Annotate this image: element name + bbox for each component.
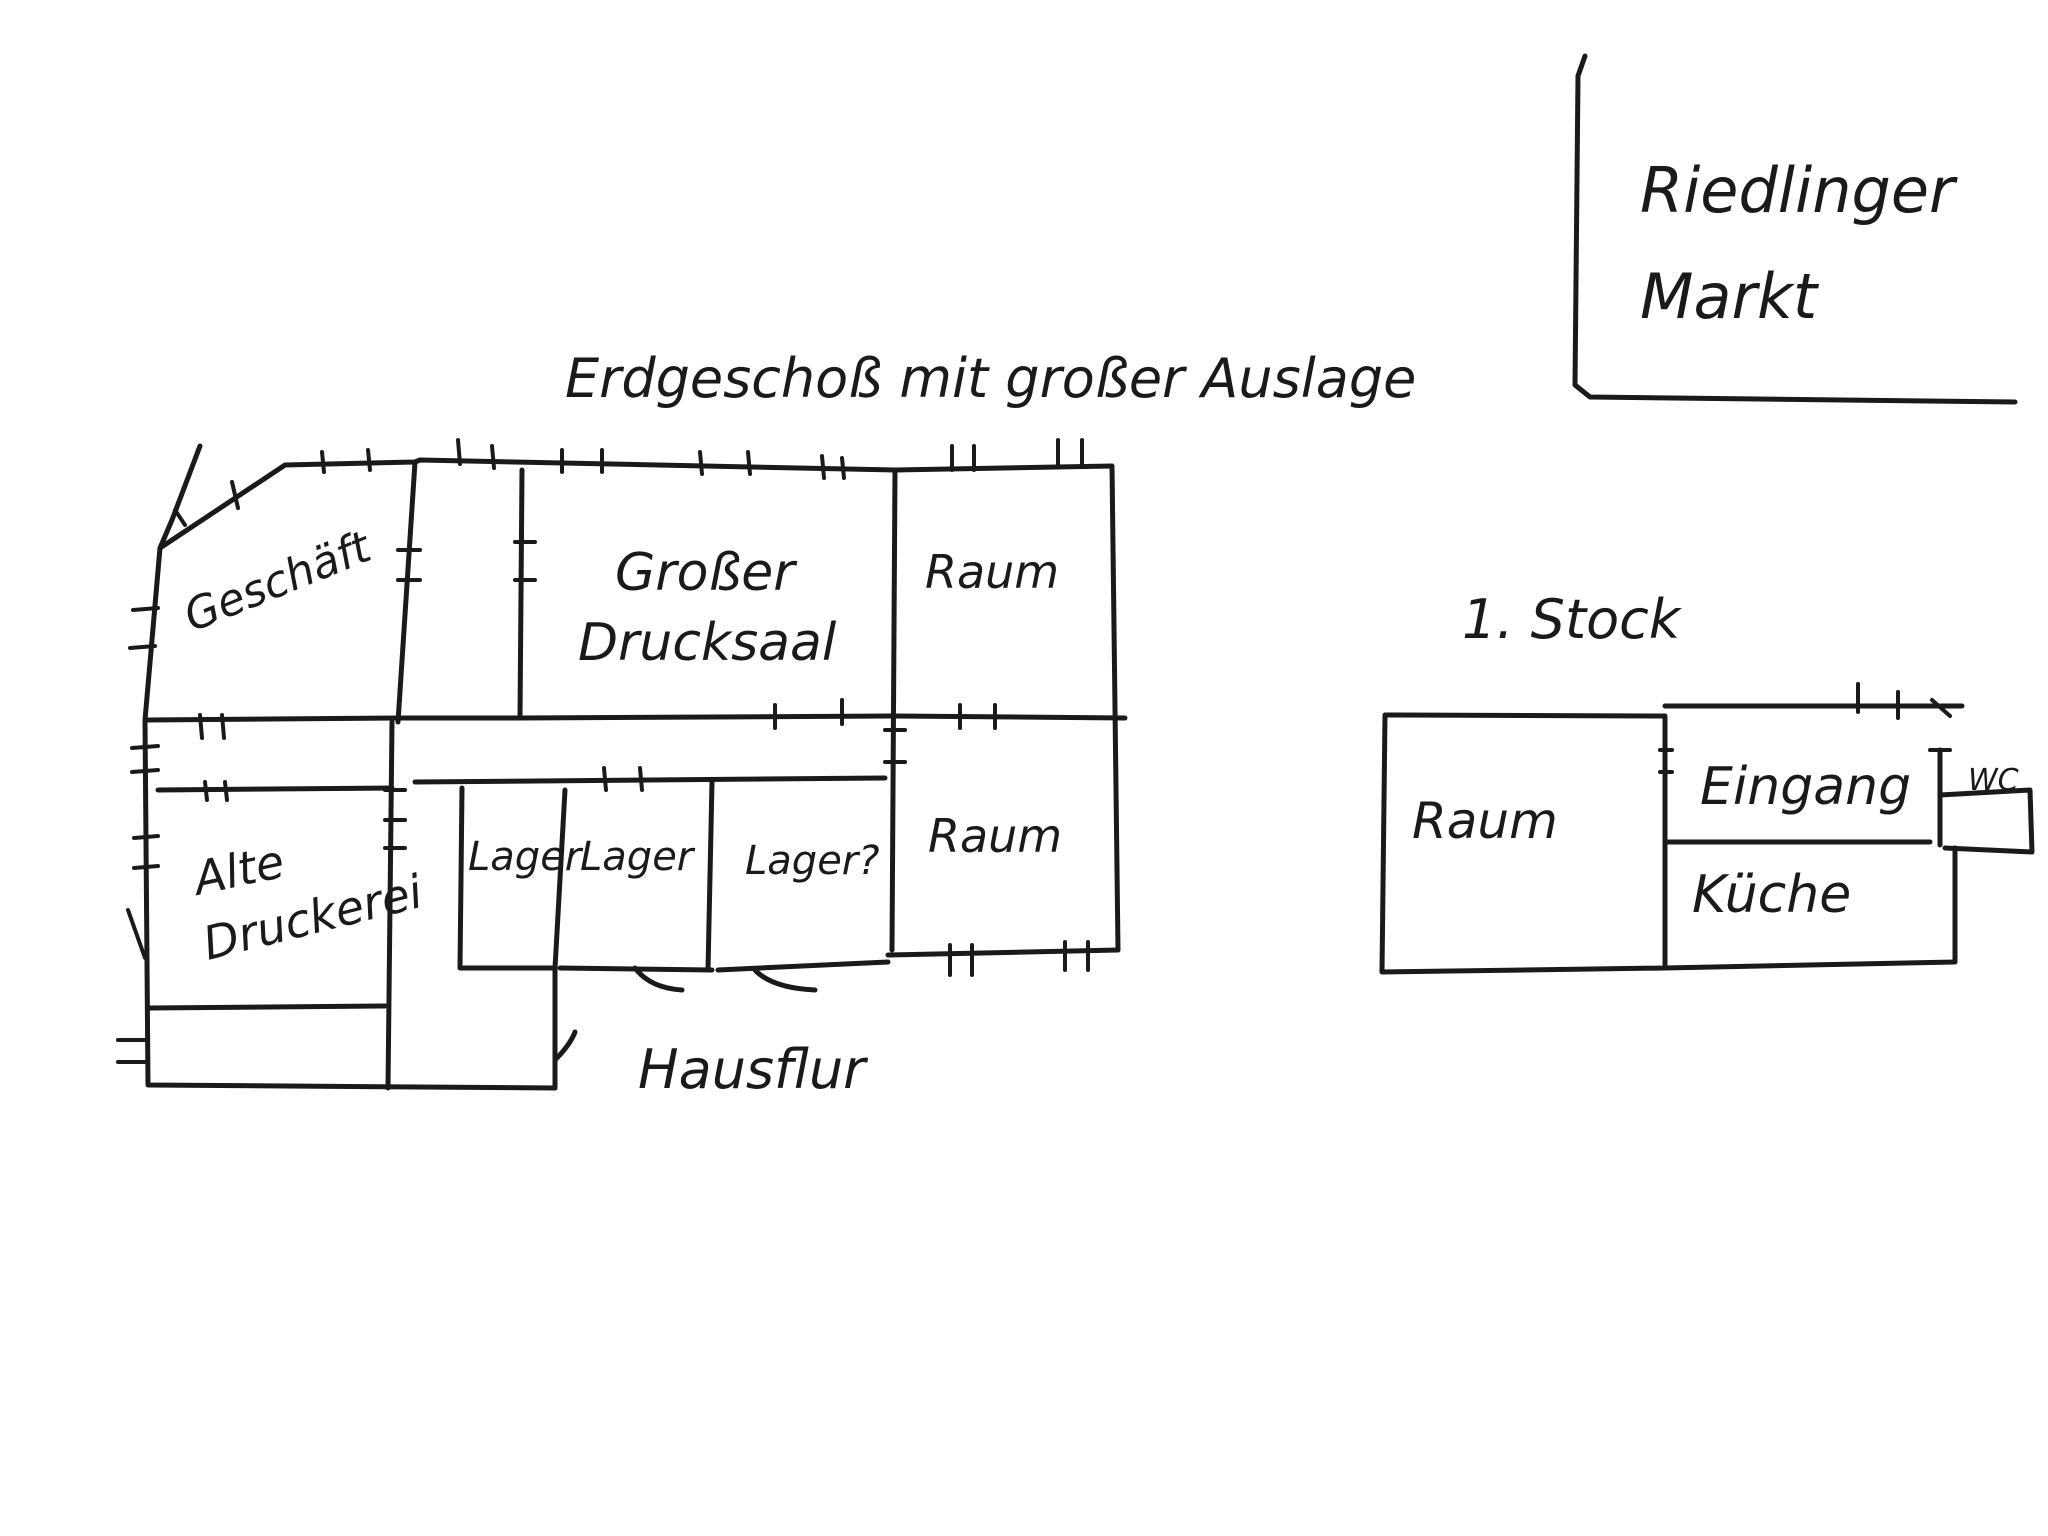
room-label-raum-bottom: Raum	[928, 809, 1062, 863]
window-ticks-bottom	[773, 698, 1090, 977]
wall-druckerei-bottom	[147, 1003, 388, 1011]
corner-note-frame	[1572, 53, 2018, 405]
wall-lager-top	[412, 775, 888, 785]
wall-raum-bottom	[885, 947, 1121, 958]
room-label-eingang: Eingang	[1700, 757, 1911, 817]
ground-floor-outer-wall-top	[157, 457, 1121, 953]
wall-lager1-lager2	[552, 787, 568, 1091]
corner-note-line1: Riedlinger	[1640, 154, 1958, 227]
ground-floor-title: Erdgeschoß mit großer Auslage	[565, 347, 1416, 410]
wall-corridor-drucksaal	[517, 467, 525, 721]
wall-top-row-bottom	[145, 713, 1128, 723]
first-floor-title: 1. Stock	[1462, 588, 1683, 651]
first-floor-kueche-outline	[1662, 845, 1958, 971]
first-floor-ticks	[1658, 682, 1952, 774]
room-label-lager2: Lager	[580, 834, 696, 880]
room-label-raum-first-floor: Raum	[1412, 792, 1558, 850]
wall-druckerei-top	[155, 785, 395, 793]
room-label-raum-top: Raum	[925, 545, 1059, 599]
room-label-lager1: Lager	[468, 834, 584, 880]
wall-geschaeft-corridor	[395, 459, 418, 725]
room-label-druckerei-line1: Alte	[186, 834, 289, 906]
corner-note: Riedlinger Markt	[1572, 53, 2018, 405]
first-floor-wc-outline	[1937, 787, 2035, 855]
ground-floor-outer-wall-left	[142, 443, 558, 1091]
door-ticks-inner	[383, 540, 907, 850]
wall-lager2-lager3	[705, 779, 715, 973]
door-arc-lager2	[632, 965, 685, 993]
wall-drucksaal-raum	[889, 467, 898, 953]
room-label-drucksaal-line1: Großer	[615, 543, 798, 603]
door-arc-hausflur	[552, 1029, 578, 1063]
window-ticks-left	[116, 606, 229, 1064]
wall-lager3-bottom	[715, 959, 891, 973]
wall-lager1-outline	[457, 785, 558, 971]
corner-note-line2: Markt	[1640, 260, 1820, 333]
ground-floor-plan: Geschäft Großer Drucksaal Raum Raum Alte…	[116, 438, 1128, 1101]
wall-druckerei-right	[385, 719, 395, 1091]
room-label-lager3: Lager?	[745, 838, 879, 884]
window-ticks-top	[173, 438, 1084, 527]
first-floor-plan: Raum Eingang Küche WC	[1379, 682, 2035, 975]
room-label-kueche: Küche	[1692, 865, 1851, 925]
room-label-drucksaal-line2: Drucksaal	[578, 613, 837, 673]
room-label-wc: WC	[1968, 763, 2019, 798]
room-label-hausflur: Hausflur	[638, 1038, 868, 1101]
room-label-geschaeft: Geschäft	[177, 521, 379, 642]
door-arc-lager3	[752, 967, 818, 993]
